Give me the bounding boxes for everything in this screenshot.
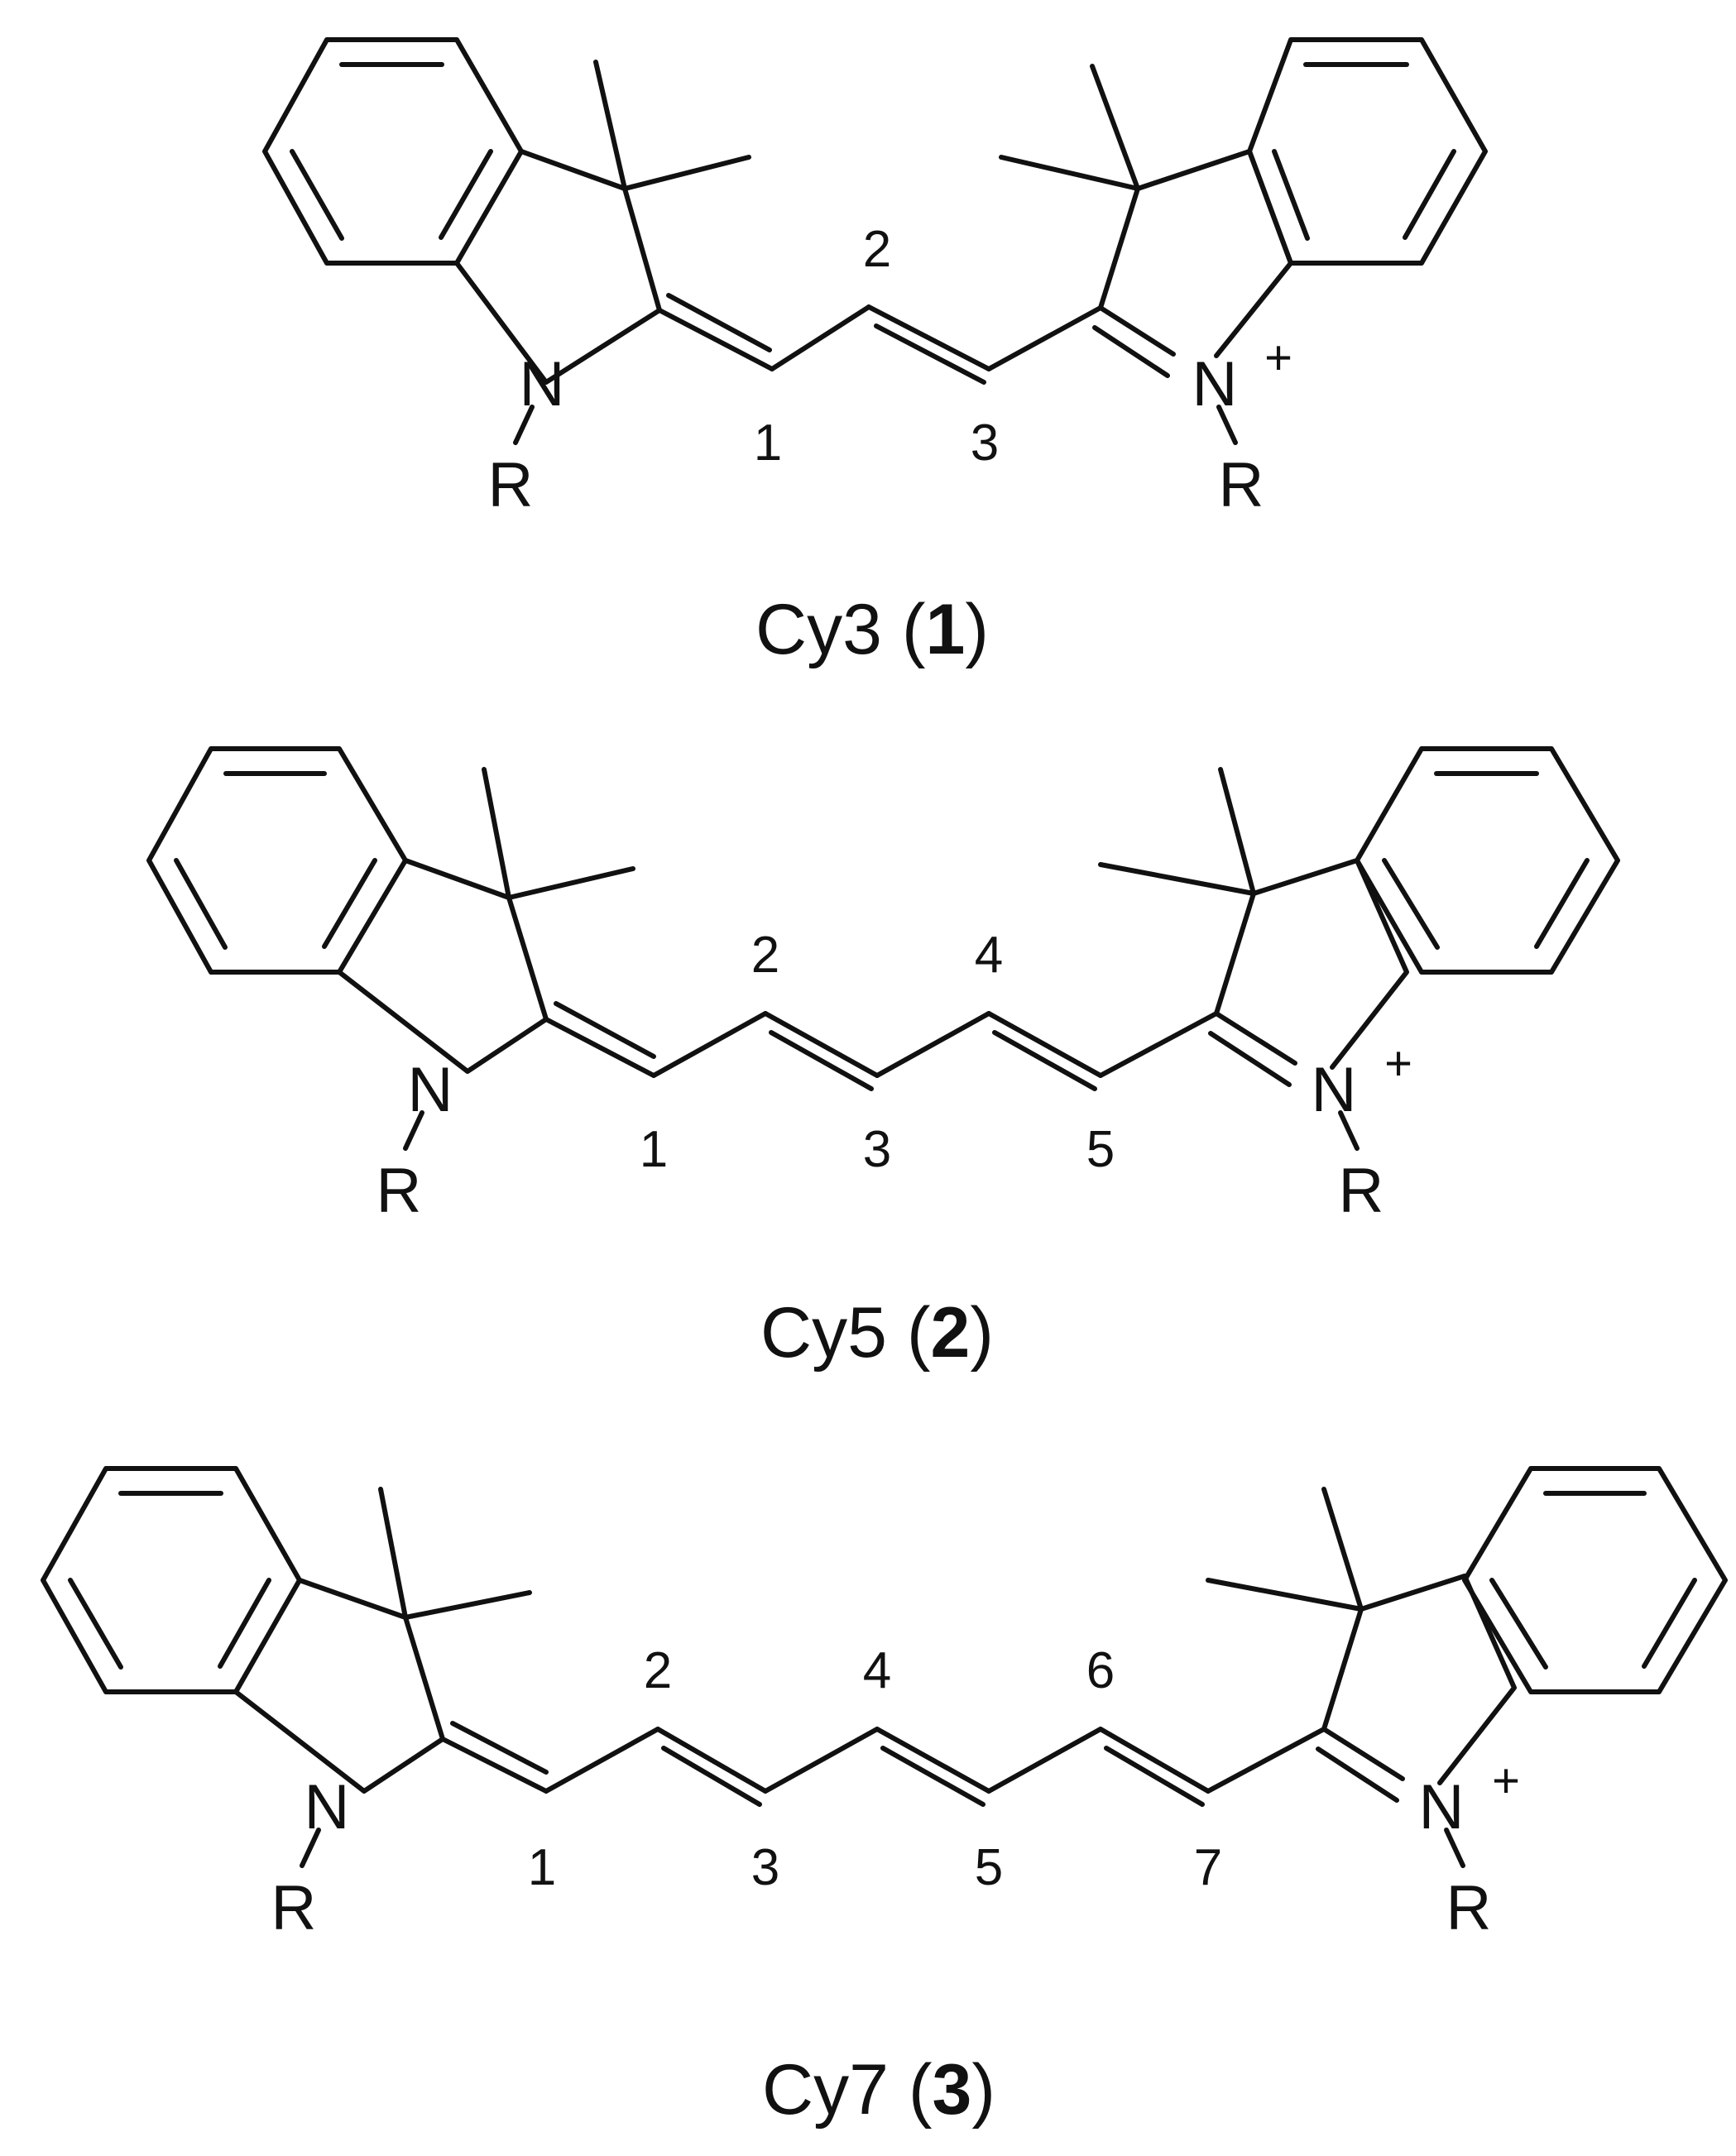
cy7-chain-number: 6 [1086, 1642, 1115, 1699]
cy5-chain-number: 3 [863, 1121, 891, 1178]
cy7-chain-number: 1 [528, 1839, 556, 1896]
cy5-chain-number: 2 [751, 927, 779, 984]
cy5-label: Cy5 [760, 1293, 887, 1373]
molecule-cy3: N N + R R 1 2 3 Cy3 (1) [262, 37, 1488, 669]
cy7-label: Cy7 [762, 2050, 889, 2130]
cy3-caption: Cy3 (1) [755, 590, 989, 669]
cy7-compound-number: 3 [933, 2050, 972, 2130]
cy7-chain-number: 7 [1194, 1839, 1222, 1896]
cy5-positive-charge: + [1384, 1037, 1412, 1090]
cy5-left-substituent: R [376, 1156, 422, 1226]
cy5-bonds [146, 746, 1620, 1151]
cy5-right-nitrogen: N [1312, 1055, 1357, 1125]
cy7-chain-number: 2 [644, 1642, 672, 1699]
cy3-left-nitrogen: N [520, 349, 565, 419]
cy3-positive-charge: + [1264, 331, 1292, 385]
cy5-right-substituent: R [1339, 1156, 1384, 1226]
molecule-cy7: N N + R R 1 2 3 4 5 6 7 Cy7 (3) [41, 1466, 1728, 2130]
cy7-left-nitrogen: N [305, 1772, 350, 1842]
cy3-chain-number: 3 [971, 414, 999, 472]
cy3-left-substituent: R [488, 450, 534, 520]
cy5-caption: Cy5 (2) [760, 1293, 994, 1373]
cy3-bonds [262, 37, 1488, 445]
cy5-chain-number: 4 [975, 927, 1003, 984]
cy3-label: Cy3 [755, 590, 882, 669]
cy5-compound-number: 2 [931, 1293, 971, 1373]
cy5-left-nitrogen: N [408, 1055, 453, 1125]
molecule-cy5: N N + R R 1 2 3 4 5 Cy5 (2) [146, 746, 1620, 1373]
cy3-compound-number: 1 [926, 590, 966, 669]
cy7-bonds [41, 1466, 1728, 1868]
cy7-chain-number: 3 [751, 1839, 779, 1896]
cy5-chain-number: 1 [640, 1121, 668, 1178]
cy3-right-substituent: R [1219, 450, 1264, 520]
cy7-chain-number: 4 [863, 1642, 891, 1699]
cy3-chain-number: 2 [863, 221, 891, 278]
cy5-chain-number: 5 [1086, 1121, 1115, 1178]
cy3-chain-number: 1 [754, 414, 782, 472]
cy7-left-substituent: R [271, 1873, 317, 1943]
cy7-chain-number: 5 [975, 1839, 1003, 1896]
cy7-caption: Cy7 (3) [762, 2050, 995, 2130]
cy7-right-nitrogen: N [1419, 1772, 1465, 1842]
cy3-right-nitrogen: N [1192, 349, 1238, 419]
cy7-right-substituent: R [1446, 1873, 1492, 1943]
cy7-positive-charge: + [1492, 1754, 1520, 1808]
